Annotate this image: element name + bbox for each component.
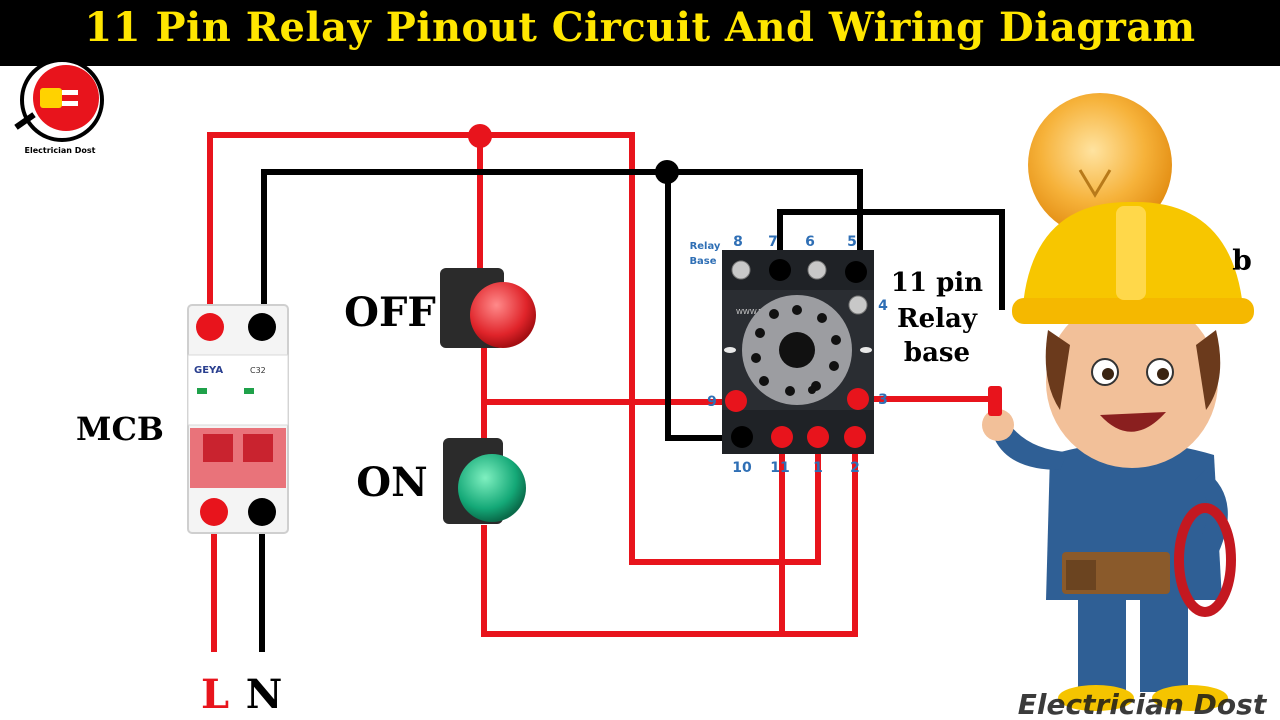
character-left-hand: [982, 409, 1014, 441]
relay-terminal-11: [771, 426, 793, 448]
off-button-cap[interactable]: [470, 282, 536, 348]
pin-label-9: 9: [707, 394, 717, 410]
pin-label-11: 11: [770, 460, 789, 476]
character-mouth: [1100, 412, 1166, 432]
relay-terminal-7: [769, 259, 791, 281]
character-right-pupil: [1157, 368, 1169, 380]
wire-on-to-pin2: [481, 437, 858, 637]
plug-prong-bottom: [62, 101, 78, 106]
bulb: [1028, 93, 1172, 237]
relay-caption-line2: Relay: [897, 304, 978, 334]
relay-clip-right: [860, 347, 872, 353]
on-button-cap[interactable]: [458, 454, 526, 522]
junction-phase: [468, 124, 492, 148]
relay-socket-holes: [751, 305, 841, 396]
bulb-label-partial: b: [1232, 244, 1252, 277]
relay-terminal-5: [845, 261, 867, 283]
pin-label-3: 3: [878, 392, 888, 408]
on-button[interactable]: [443, 438, 526, 524]
off-button[interactable]: [440, 268, 536, 348]
wire-phase-mcb-to-pin1: [207, 132, 821, 565]
relay-pin-labels: 8 7 6 5 4 9 3 10 11 1 2: [707, 234, 888, 476]
pin-label-7: 7: [768, 234, 778, 250]
character-wire-clip: [988, 386, 1002, 416]
mcb-terminal-top-l: [196, 313, 224, 341]
supply-neutral-label: N: [246, 671, 283, 718]
relay-caption-line3: base: [904, 338, 970, 368]
mcb-toggle-right[interactable]: [243, 434, 273, 462]
character-right-leg: [1140, 592, 1188, 692]
mcb-indicator-left: [197, 388, 207, 394]
character-tool-pouch: [1066, 560, 1096, 590]
pin-label-1: 1: [813, 460, 823, 476]
relay-socket-keyway: [779, 332, 815, 368]
pin-label-8: 8: [733, 234, 743, 250]
mcb-terminal-bottom-n: [248, 498, 276, 526]
mcb-terminal-top-n: [248, 313, 276, 341]
wire-off-to-pin9: [481, 345, 736, 405]
mcb-toggle-left[interactable]: [203, 434, 233, 462]
character-cable-coil: [1174, 503, 1236, 617]
wire-pin7-to-bulb: [777, 209, 1005, 310]
wire-neutral-mcb-to-pin5: [261, 169, 863, 325]
mcb-label: MCB: [76, 410, 164, 448]
relay-caption-line1: 11 pin: [891, 268, 983, 298]
pin-label-4: 4: [878, 298, 888, 314]
relay-terminal-4: [848, 295, 868, 315]
title-bar: 11 Pin Relay Pinout Circuit And Wiring D…: [0, 0, 1280, 66]
junction-neutral: [655, 160, 679, 184]
character-hair-right: [1196, 330, 1221, 410]
character-left-pupil: [1102, 368, 1114, 380]
page-title: 11 Pin Relay Pinout Circuit And Wiring D…: [84, 4, 1196, 51]
relay-tag-line2: Base: [689, 256, 716, 267]
relay-terminal-1: [807, 426, 829, 448]
character-left-leg: [1078, 592, 1126, 692]
neutral-wires: [259, 169, 1005, 652]
relay-clip-left: [724, 347, 736, 353]
logo-cord: [14, 112, 36, 130]
bulb-filament: [1078, 169, 1112, 198]
relay-terminal-10: [731, 426, 753, 448]
character-face: [1046, 296, 1218, 468]
character-helmet-brim: [1012, 298, 1254, 324]
logo-disc: [33, 65, 99, 131]
bottom-watermark: Electrician Dost: [1018, 688, 1268, 720]
logo: Electrician Dost: [14, 58, 104, 155]
mcb-indicator-right: [244, 388, 254, 394]
relay-base: WWW.ETechnoG.COM: [722, 250, 874, 454]
character-left-arm: [995, 425, 1068, 470]
electrician-character: [982, 201, 1254, 711]
pin-label-2: 2: [850, 460, 860, 476]
character-hair-left: [1045, 330, 1070, 410]
pin-label-10: 10: [732, 460, 752, 476]
plug-bulb-icon: [40, 88, 62, 108]
supply-line-label: L: [201, 671, 229, 718]
phase-wires: [207, 132, 1000, 652]
logo-text: Electrician Dost: [25, 146, 96, 155]
mcb: GEYA C32: [187, 304, 289, 534]
mcb-brand: GEYA: [194, 365, 223, 376]
wire-neutral-to-pin10: [665, 172, 740, 441]
off-button-label: OFF: [344, 289, 436, 336]
on-button-label: ON: [356, 459, 427, 506]
plug-prong-top: [62, 90, 78, 95]
character-left-boot: [1058, 685, 1134, 711]
mcb-terminal-bottom-l: [200, 498, 228, 526]
relay-terminal-8: [731, 260, 751, 280]
relay-terminal-9: [725, 390, 747, 412]
relay-terminal-6: [807, 260, 827, 280]
bulb-glass: [1028, 93, 1172, 237]
relay-terminal-3: [847, 388, 869, 410]
relay-terminal-2: [844, 426, 866, 448]
relay-tag-line1: Relay: [690, 241, 721, 252]
character-helmet-ridge: [1116, 206, 1146, 300]
character-right-boot: [1152, 685, 1228, 711]
mcb-rating: C32: [250, 366, 266, 375]
pin-label-6: 6: [805, 234, 815, 250]
pin-label-5: 5: [847, 234, 857, 250]
